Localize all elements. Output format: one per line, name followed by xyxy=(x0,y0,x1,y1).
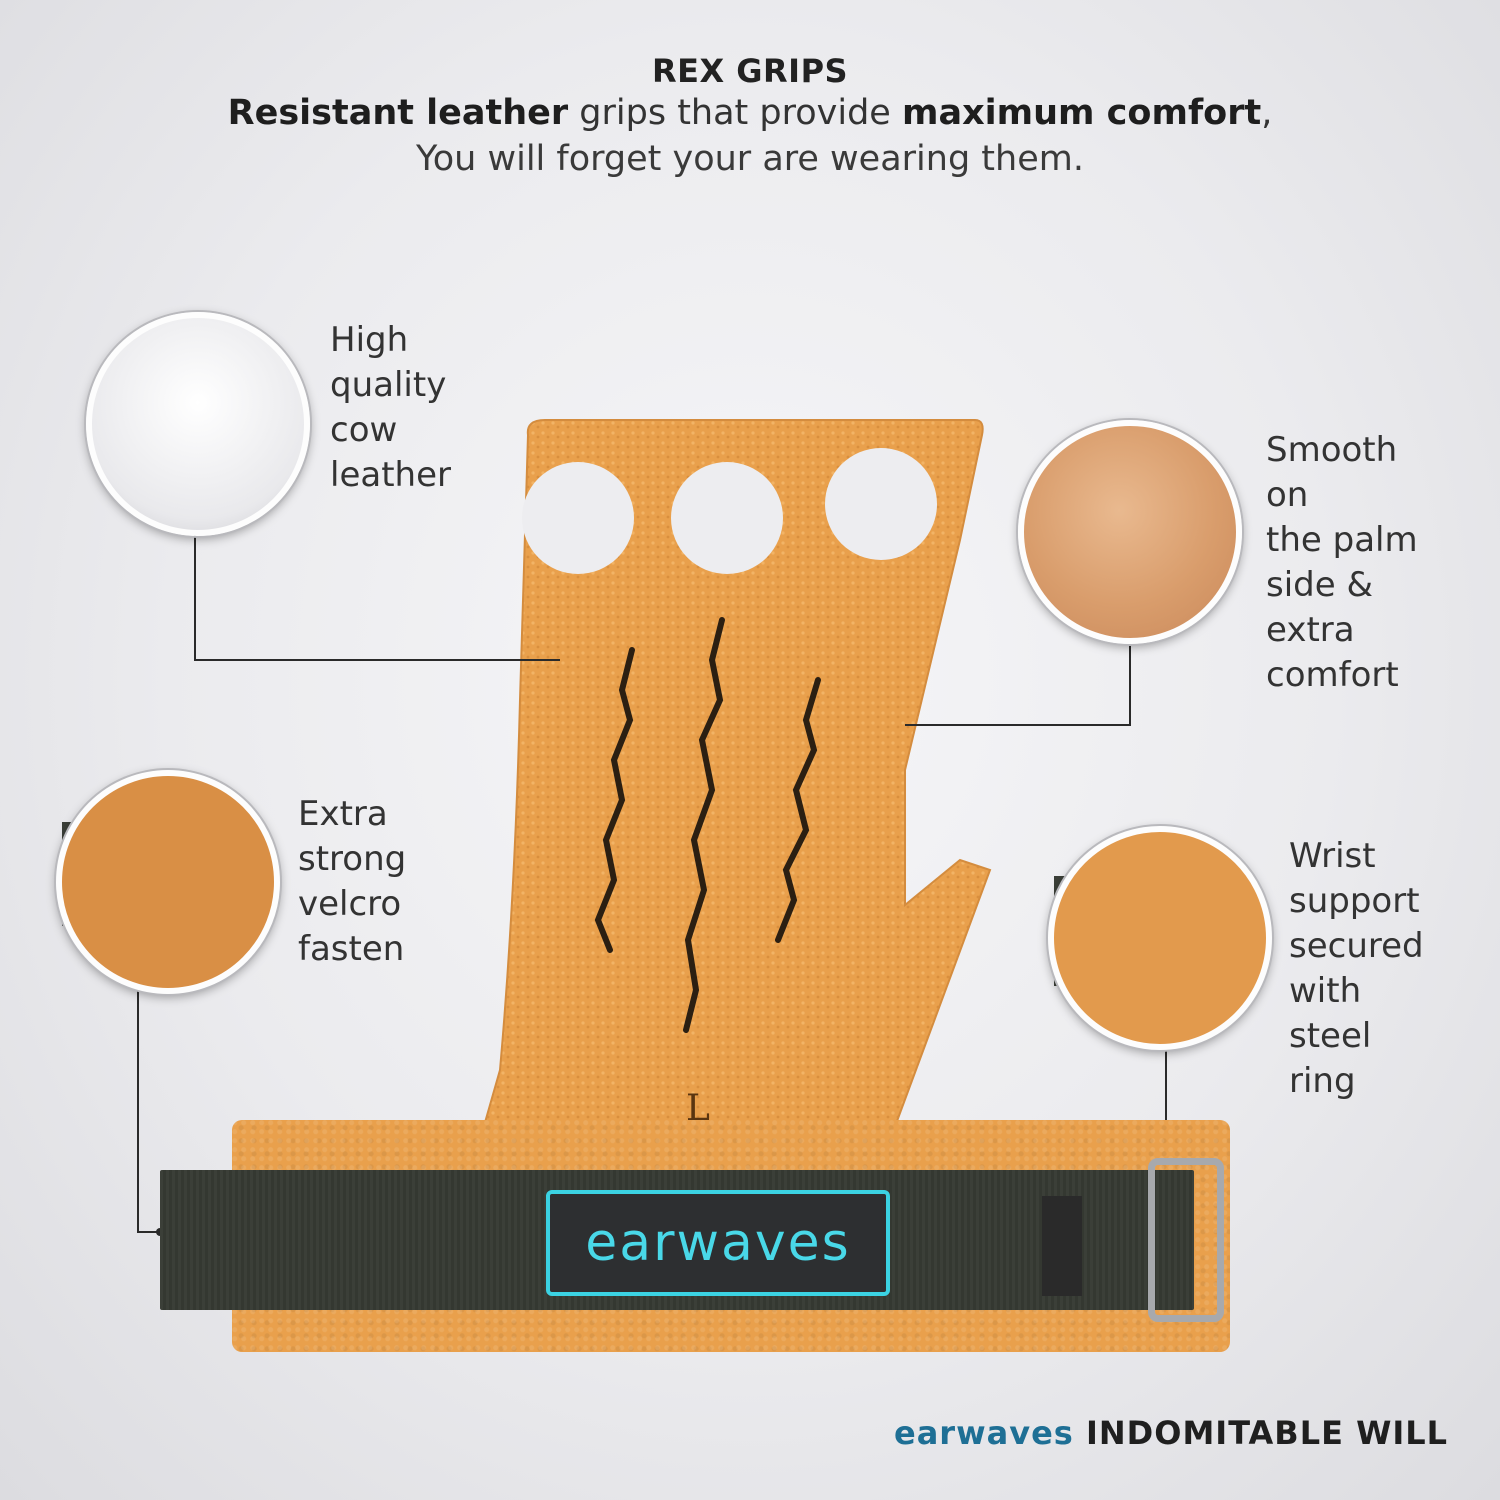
feature-text-velcro: Extra strong velcro fasten xyxy=(298,794,407,969)
tagline-bold-1: Resistant leather xyxy=(227,93,569,133)
callout-line-palm xyxy=(905,632,1131,726)
grip-palm xyxy=(478,419,992,1141)
finger-hole-1 xyxy=(522,462,634,574)
footer-brand-name: earwaves xyxy=(894,1414,1074,1452)
feature-circle-velcro xyxy=(56,770,280,994)
brand-footer: earwaves INDOMITABLE WILL xyxy=(894,1414,1448,1452)
footer-slogan: INDOMITABLE WILL xyxy=(1085,1414,1449,1452)
feature-text-leather: High quality cow leather xyxy=(330,320,451,495)
header: REX GRIPS Resistant leather grips that p… xyxy=(0,52,1500,182)
callout-line-leather xyxy=(194,520,560,661)
callout-line-velcro xyxy=(137,984,160,1233)
feature-text-wrist: Wrist support secured with steel ring xyxy=(1289,836,1424,1101)
finger-hole-3 xyxy=(825,448,937,560)
steel-ring xyxy=(1148,1158,1224,1322)
tagline-end: , xyxy=(1261,93,1273,133)
claw-mark-3 xyxy=(775,677,821,943)
feature-circle-leather xyxy=(86,312,310,536)
finger-hole-2 xyxy=(671,462,783,574)
strap-velcro-patch xyxy=(1042,1196,1082,1296)
feature-circle-wrist xyxy=(1048,826,1272,1050)
tagline-mid: grips that provide xyxy=(568,93,902,133)
feature-circle-palm xyxy=(1018,420,1242,644)
claw-mark-2 xyxy=(683,617,725,1033)
tagline-line-2: You will forget your are wearing them. xyxy=(416,139,1084,179)
strap-logo-text: earwaves xyxy=(585,1213,851,1273)
feature-text-palm: Smooth on the palm side & extra comfort xyxy=(1266,430,1418,695)
claw-mark-1 xyxy=(594,647,635,953)
tagline-bold-2: maximum comfort xyxy=(901,93,1262,133)
size-label: L xyxy=(686,1088,710,1129)
strap-logo-badge: earwaves xyxy=(546,1190,890,1296)
tagline-line-1: Resistant leather grips that provide max… xyxy=(0,90,1500,136)
page-title: REX GRIPS xyxy=(651,52,849,90)
